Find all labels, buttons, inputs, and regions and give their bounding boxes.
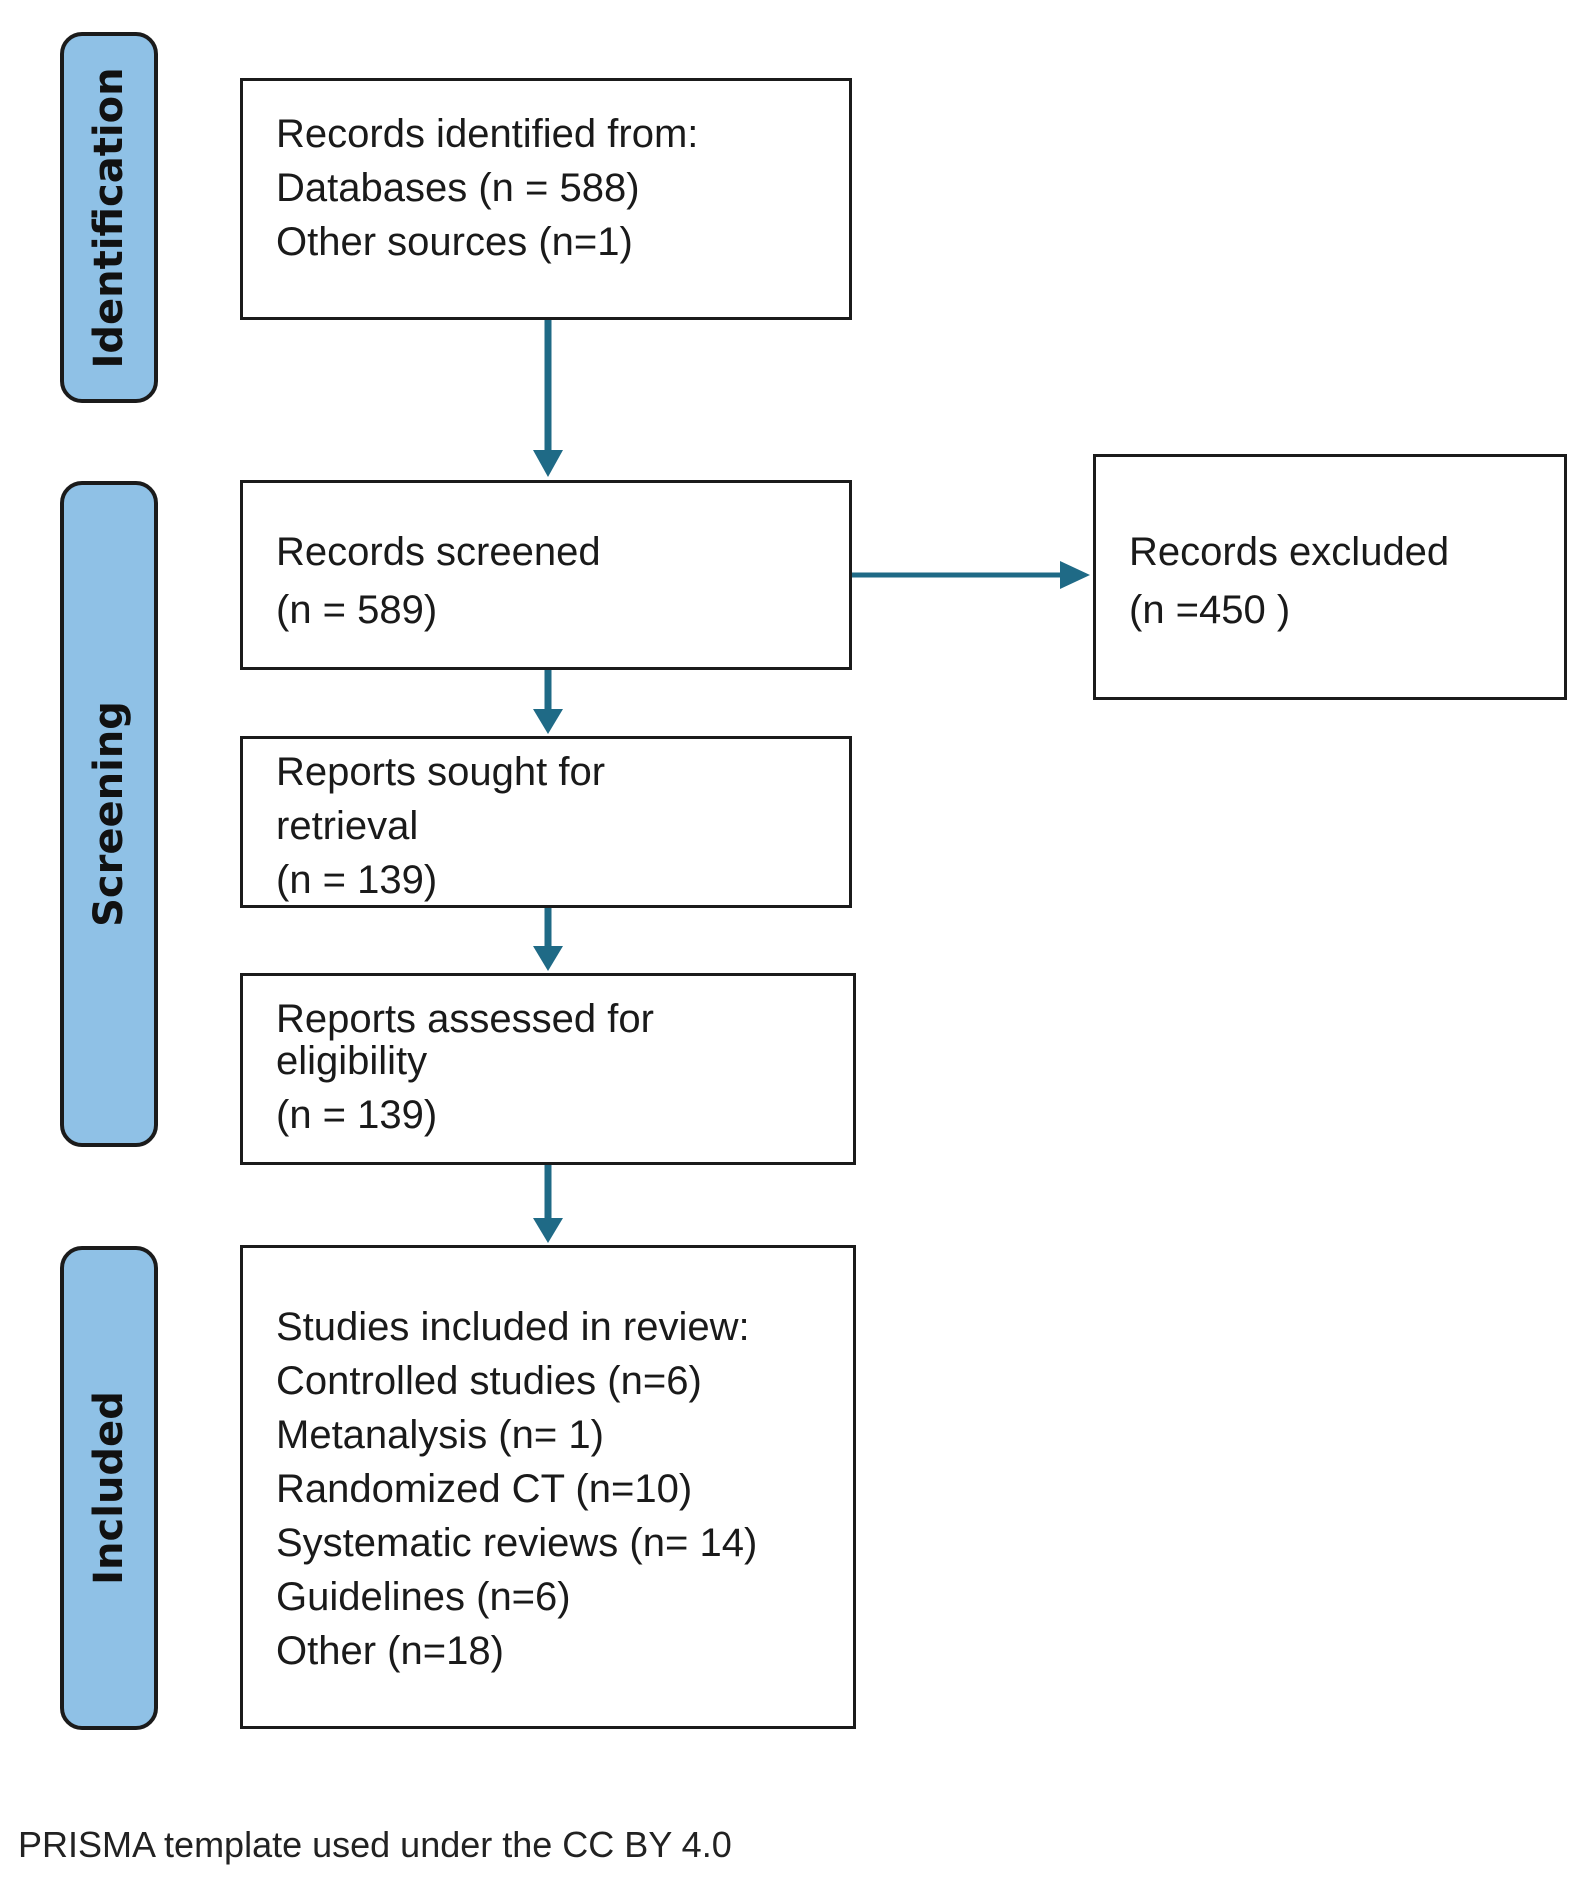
reports-sought-box: Reports sought for retrieval (n = 139) [240,736,852,908]
reports-assessed-line: eligibility [276,1039,428,1083]
records-screened-box: Records screened (n = 589) [240,480,852,670]
studies-included-box: Studies included in review: Controlled s… [240,1245,856,1729]
reports-sought-line: retrieval [276,804,419,848]
records-identified-box: Records identified from: Databases (n = … [240,78,852,320]
records-screened-line: (n = 589) [276,588,438,632]
records-excluded-box: Records excluded (n =450 ) [1093,454,1567,700]
arrowhead-right [1060,561,1090,589]
studies-included-line: Controlled studies (n=6) [276,1359,702,1403]
reports-assessed-line: Reports assessed for [276,997,654,1041]
arrowhead-down [533,709,563,734]
records-identified-line: Databases (n = 588) [276,166,640,210]
reports-sought-line: Reports sought for [276,750,606,794]
stage-identification: Identification [60,32,158,403]
records-screened-line: Records screened [276,530,601,574]
records-excluded-line: Records excluded [1129,530,1450,574]
stage-included: Included [60,1246,158,1730]
stage-screening: Screening [60,481,158,1147]
studies-included-line: Randomized CT (n=10) [276,1467,693,1511]
records-excluded-line: (n =450 ) [1129,588,1291,632]
records-identified-line: Other sources (n=1) [276,220,633,264]
studies-included-line: Metanalysis (n= 1) [276,1413,604,1457]
studies-included-line: Guidelines (n=6) [276,1575,571,1619]
reports-sought-line: (n = 139) [276,858,438,902]
footer-credit: PRISMA template used under the CC BY 4.0 [18,1824,732,1865]
studies-included-line: Other (n=18) [276,1629,504,1673]
reports-assessed-line: (n = 139) [276,1093,438,1137]
arrowhead-down [533,946,563,971]
records-identified-line: Records identified from: [276,112,699,156]
studies-included-line: Studies included in review: [276,1305,750,1349]
arrowhead-down [533,450,563,477]
arrowhead-down [533,1218,563,1243]
studies-included-line: Systematic reviews (n= 14) [276,1521,758,1565]
reports-assessed-box: Reports assessed for eligibility (n = 13… [240,973,856,1165]
